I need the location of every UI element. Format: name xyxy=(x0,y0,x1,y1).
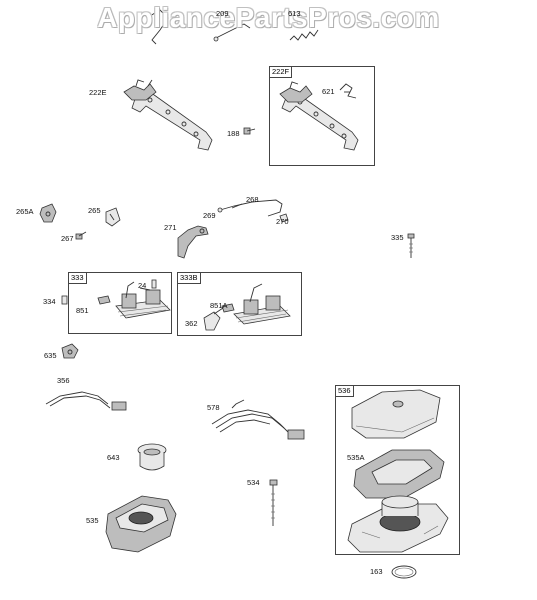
part-265 xyxy=(105,207,121,227)
part-bolt-534 xyxy=(269,479,278,526)
part-link-209 xyxy=(213,23,251,42)
label-209: 209 xyxy=(216,9,229,18)
label-362: 362 xyxy=(185,319,198,328)
label-578: 578 xyxy=(207,403,220,412)
label-265A: 265A xyxy=(16,207,34,216)
label-268: 268 xyxy=(246,195,259,204)
part-nut-270 xyxy=(279,213,289,223)
label-270: 270 xyxy=(276,217,289,226)
part-851A xyxy=(221,303,235,313)
part-spring-613 xyxy=(289,29,319,41)
part-screw-267 xyxy=(75,231,87,240)
label-335: 335 xyxy=(391,233,404,242)
part-lever-271 xyxy=(177,225,209,259)
label-269: 269 xyxy=(203,211,216,220)
part-cable-268 xyxy=(217,199,283,217)
label-163: 163 xyxy=(370,567,383,576)
label-534: 534 xyxy=(247,478,260,487)
group-tag-536: 536 xyxy=(336,386,354,397)
group-tag-333B: 333B xyxy=(178,273,201,284)
part-bracket-222E xyxy=(123,79,213,151)
part-851 xyxy=(97,295,111,305)
part-643 xyxy=(137,443,167,471)
part-ring-163 xyxy=(391,565,417,579)
label-613: 613 xyxy=(288,9,301,18)
label-267: 267 xyxy=(61,234,74,243)
label-621: 621 xyxy=(322,87,335,96)
part-armature-333B xyxy=(233,283,291,325)
label-535A: 535A xyxy=(347,453,365,462)
part-wire-356 xyxy=(45,391,127,411)
label-356: 356 xyxy=(57,376,70,385)
part-base-536 xyxy=(347,495,449,553)
label-851: 851 xyxy=(76,306,89,315)
watermark: AppliancePartsPros.com xyxy=(97,2,440,33)
part-link-left xyxy=(149,9,169,45)
label-271: 271 xyxy=(164,223,177,232)
part-cover-536 xyxy=(351,389,441,439)
group-tag-333: 333 xyxy=(69,273,87,284)
part-armature-333 xyxy=(115,281,171,319)
label-535: 535 xyxy=(86,516,99,525)
label-643: 643 xyxy=(107,453,120,462)
part-filter-535 xyxy=(105,495,177,553)
part-24-pin xyxy=(151,279,157,289)
group-box-222F: 222F xyxy=(269,66,375,166)
part-bolt-335 xyxy=(407,233,415,258)
label-334: 334 xyxy=(43,297,56,306)
part-265A xyxy=(39,203,57,223)
label-222E: 222E xyxy=(89,88,107,97)
part-635 xyxy=(61,343,79,359)
part-filter-535A xyxy=(353,449,445,499)
group-box-536: 536 xyxy=(335,385,460,555)
label-635: 635 xyxy=(44,351,57,360)
part-bracket-222F xyxy=(279,81,359,151)
group-tag-222F: 222F xyxy=(270,67,293,78)
part-clip-621 xyxy=(339,83,357,99)
group-box-333B: 333B xyxy=(177,272,302,336)
part-screw-188 xyxy=(243,127,256,135)
label-188: 188 xyxy=(227,129,240,138)
label-851A: 851A xyxy=(210,301,228,310)
part-wire-578 xyxy=(211,399,305,440)
label-265: 265 xyxy=(88,206,101,215)
label-24: 24 xyxy=(138,281,147,290)
part-334 xyxy=(61,295,68,305)
group-box-333: 333 xyxy=(68,272,172,334)
